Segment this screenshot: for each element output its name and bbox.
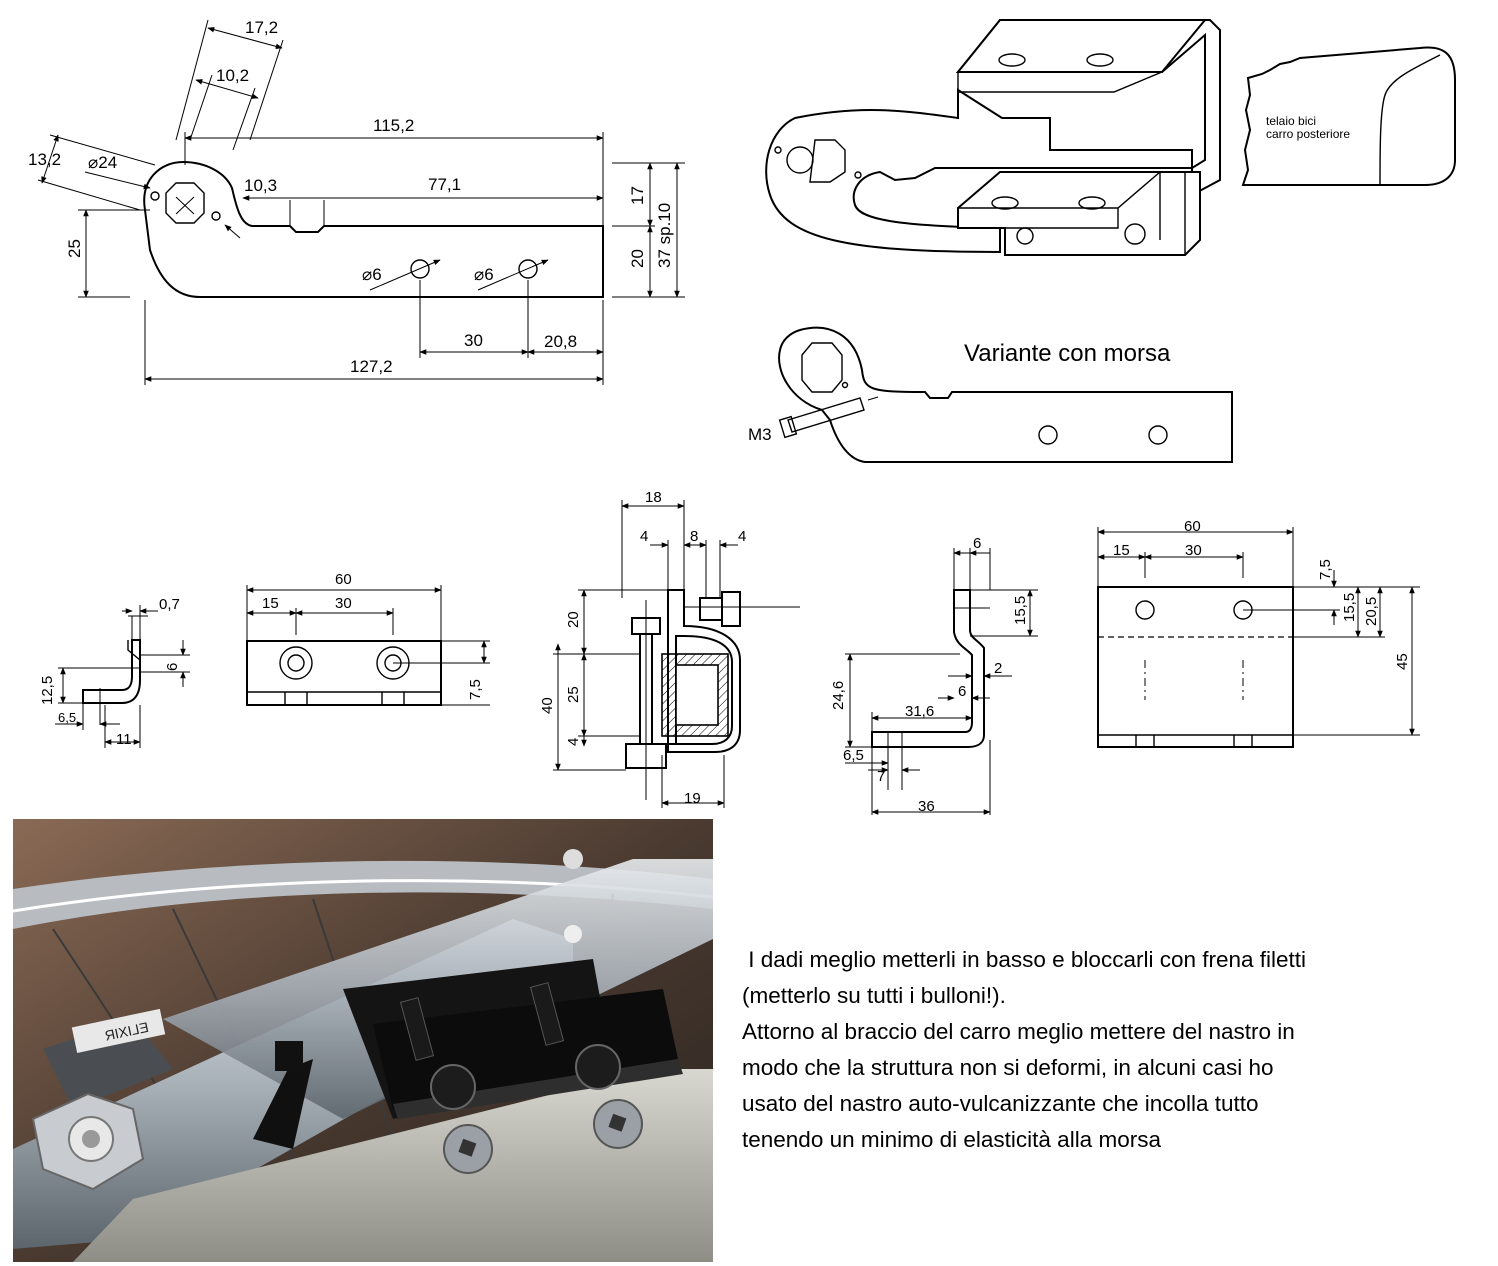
- small-hole-left: [150, 191, 160, 201]
- dim-height-left: 25: [65, 239, 84, 258]
- dim-width-inner: 10,2: [216, 66, 249, 85]
- section-dim-upper: 20: [565, 611, 582, 628]
- dim-hole-diam: ⌀24: [88, 153, 117, 172]
- hole-1-label: ⌀6: [362, 265, 382, 284]
- front-dim-hole-top: 7,5: [1317, 559, 1334, 580]
- frame-label-1: telaio bici: [1266, 114, 1316, 128]
- plate-outline: [143, 160, 604, 298]
- bracket-dim-top: 6: [973, 535, 981, 552]
- dim-total-length: 127,2: [350, 357, 393, 376]
- notes-paragraph-2: Attorno al braccio del carro meglio mett…: [742, 1019, 1295, 1152]
- dim-lower-height: 20: [628, 249, 647, 268]
- bracket-front-view: 60 15 30 7,5 15,5 20,5 45: [1097, 518, 1420, 748]
- m3-screw: [787, 397, 865, 433]
- front-dim-spacing: 30: [1185, 542, 1202, 559]
- side-view: 17,2 10,2 13,2 ⌀24 115,2 10,3 77,1 25 17…: [28, 18, 685, 385]
- bike-frame: [1241, 46, 1456, 186]
- bolt-hole-1: [410, 259, 430, 279]
- bracket-dim-width: 36: [918, 798, 935, 815]
- octagon-hole: [165, 182, 205, 224]
- dim-upper-height: 17: [628, 186, 647, 205]
- angle-dim-inner: 6: [164, 663, 181, 671]
- section-dim-middle: 25: [565, 686, 582, 703]
- variant-view: Variante con morsa M3: [748, 326, 1233, 463]
- section-view: 18 4 8 4 20 40 25 4 19: [539, 489, 800, 808]
- front-dim-length: 60: [1184, 518, 1201, 535]
- angle-dim-base: 6,5: [58, 710, 76, 725]
- variant-title: Variante con morsa: [964, 340, 1171, 367]
- plate-dim-length: 60: [335, 571, 352, 588]
- section-dim-top: 18: [645, 489, 662, 506]
- plate-top-view: 60 15 30 7,5: [246, 571, 490, 706]
- iso-view: telaio bici carro posteriore: [765, 19, 1456, 256]
- front-dim-first: 15: [1113, 542, 1130, 559]
- dim-offset: 13,2: [28, 150, 61, 169]
- plate-dim-spacing: 30: [335, 595, 352, 612]
- slot-notch: [289, 200, 325, 226]
- section-dim-bottom: 19: [684, 790, 701, 807]
- bolt-hole-2: [518, 259, 538, 279]
- section-dim-a: 4: [640, 528, 648, 545]
- bracket-dim-thick: 2: [994, 660, 1002, 677]
- dim-slot-start: 10,3: [244, 176, 277, 195]
- iso-arm: [765, 88, 1193, 254]
- notes-text: I dadi meglio metterli in basso e blocca…: [742, 942, 1462, 1158]
- bracket-dim-inner: 6: [958, 683, 966, 700]
- dim-top-length: 115,2: [373, 116, 414, 135]
- frame-label-2: carro posteriore: [1266, 127, 1350, 141]
- angle-dim-height: 12,5: [39, 676, 56, 705]
- small-hole-right: [211, 211, 221, 221]
- bracket-side-view: 6 15,5 2 24,6 6 31,6 6,5 7 36: [830, 535, 1038, 815]
- front-dim-hole: 15,5: [1341, 593, 1358, 622]
- section-dim-lower: 4: [565, 738, 582, 746]
- bracket-dim-gap: 7: [877, 768, 885, 785]
- hole-2-label: ⌀6: [474, 265, 494, 284]
- bracket-dim-height: 24,6: [830, 681, 847, 710]
- bracket-dim-arm: 31,6: [905, 703, 934, 720]
- angle-dim-thickness: 0,7: [159, 596, 180, 613]
- plate-dim-height: 7,5: [467, 679, 484, 700]
- variant-outline: [778, 326, 1233, 463]
- section-dim-c: 4: [738, 528, 746, 545]
- plate-dim-first: 15: [262, 595, 279, 612]
- section-dim-total: 40: [539, 697, 556, 714]
- dim-total-height: 37 sp.10: [655, 203, 674, 268]
- front-dim-height: 45: [1394, 653, 1411, 670]
- screw-label: M3: [748, 425, 772, 444]
- dim-width-total: 17,2: [245, 18, 278, 37]
- iso-upper-top: [955, 19, 1208, 73]
- dim-hole-edge: 20,8: [544, 332, 577, 351]
- front-dim-bend: 20,5: [1363, 597, 1380, 626]
- dim-slot-length: 77,1: [428, 175, 461, 194]
- bracket-dim-base: 6,5: [843, 747, 864, 764]
- small-angle-view: 0,7 12,5 6 6,5 11: [39, 596, 190, 748]
- bracket-dim-upper: 15,5: [1012, 596, 1029, 625]
- technical-drawing: 17,2 10,2 13,2 ⌀24 115,2 10,3 77,1 25 17…: [28, 18, 1456, 815]
- section-dim-b: 8: [690, 528, 698, 545]
- angle-dim-width: 11: [116, 731, 132, 748]
- mounted-part-photo: ELIXIR: [13, 819, 713, 1262]
- dim-hole-spacing: 30: [464, 331, 483, 350]
- notes-paragraph-1: I dadi meglio metterli in basso e blocca…: [742, 947, 1307, 1008]
